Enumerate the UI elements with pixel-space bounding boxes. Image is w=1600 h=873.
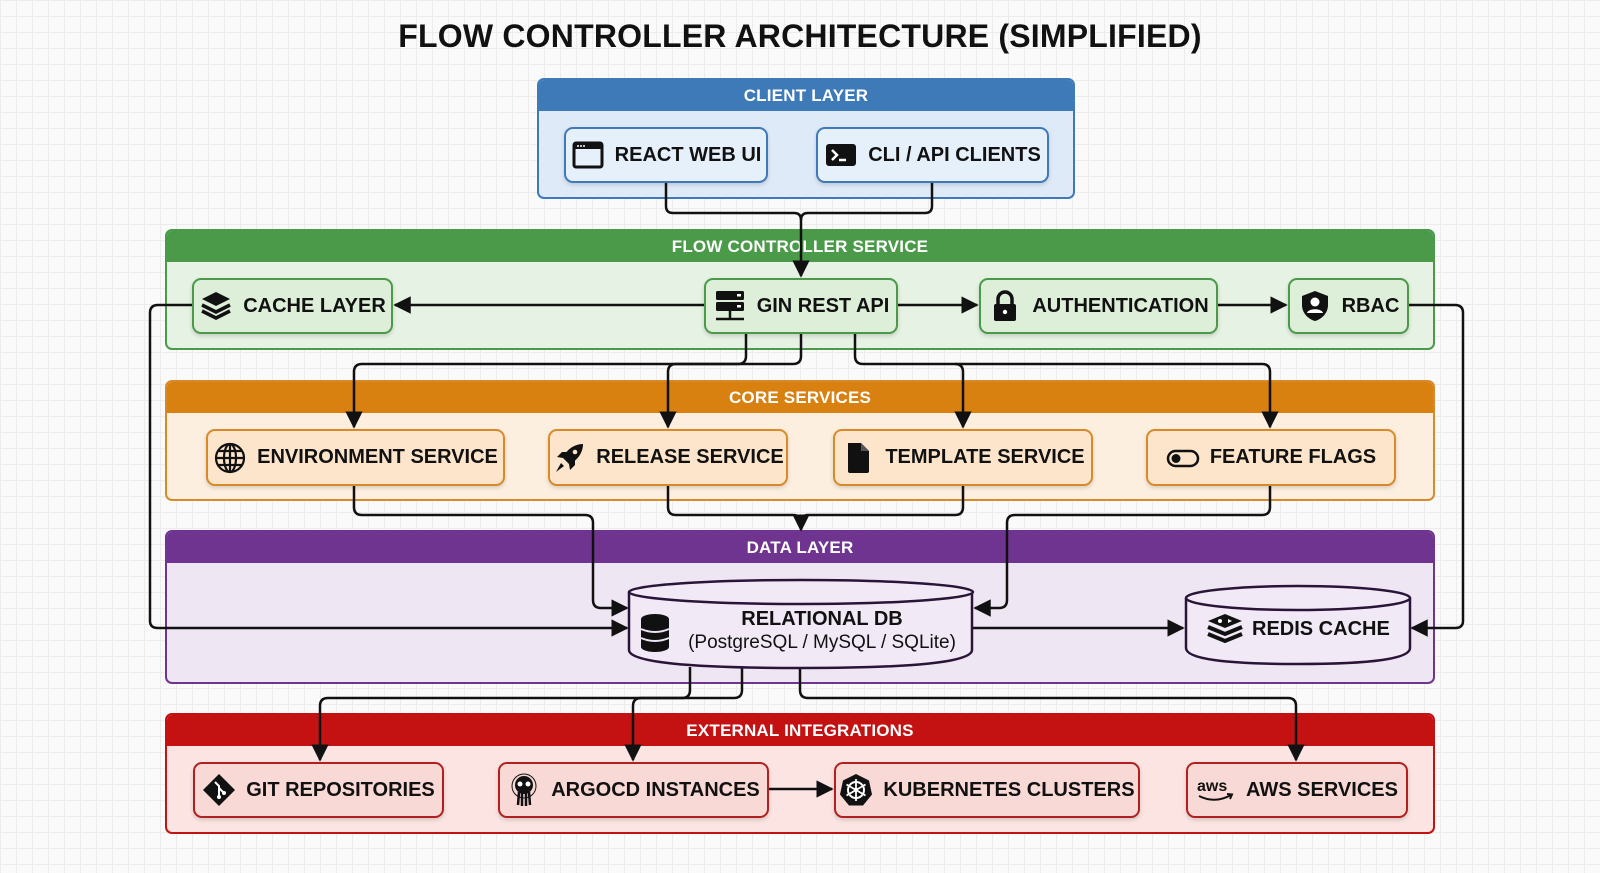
server-icon [713, 289, 747, 323]
shield-user-icon [1298, 289, 1332, 323]
node-label: CLI / API CLIENTS [868, 143, 1041, 166]
node-label: REACT WEB UI [614, 143, 762, 166]
node-label: GIT REPOSITORIES [246, 778, 435, 801]
node-label: GIN REST API [756, 294, 890, 317]
svg-text:aws: aws [1197, 778, 1227, 795]
node-cli-api-clients[interactable]: CLI / API CLIENTS [816, 127, 1049, 183]
node-template-service[interactable]: TEMPLATE SERVICE [833, 429, 1093, 486]
layers-icon [199, 289, 233, 323]
kubernetes-icon [839, 773, 873, 807]
node-label: AWS SERVICES [1246, 778, 1398, 801]
node-redis-cache[interactable]: REDIS CACHE [1206, 612, 1396, 646]
node-label: FEATURE FLAGS [1209, 446, 1377, 468]
rocket-icon [552, 441, 586, 475]
node-environment-service[interactable]: ENVIRONMENT SERVICE [206, 429, 505, 486]
node-git-repositories[interactable]: GIT REPOSITORIES [193, 762, 444, 818]
node-authentication[interactable]: AUTHENTICATION [979, 278, 1218, 334]
node-argocd-instances[interactable]: ARGOCD INSTANCES [498, 762, 769, 818]
node-label: REDIS CACHE [1252, 617, 1390, 640]
node-label: RELEASE SERVICE [596, 446, 784, 468]
node-label: TEMPLATE SERVICE [885, 446, 1085, 468]
node-release-service[interactable]: RELEASE SERVICE [548, 429, 788, 486]
node-react-web-ui[interactable]: REACT WEB UI [564, 127, 768, 183]
database-icon [638, 612, 672, 654]
git-icon [202, 773, 236, 807]
service-layer-header: FLOW CONTROLLER SERVICE [167, 231, 1433, 262]
diagram-title: FLOW CONTROLLER ARCHITECTURE (SIMPLIFIED… [398, 18, 1202, 54]
node-label: ARGOCD INSTANCES [551, 778, 760, 801]
node-cache-layer[interactable]: CACHE LAYER [192, 278, 393, 334]
lock-icon [988, 289, 1022, 323]
node-aws-services[interactable]: aws AWS SERVICES [1186, 762, 1408, 818]
file-icon [841, 441, 875, 475]
node-sublabel: (PostgreSQL / MySQL / SQLite) [688, 632, 956, 653]
client-layer-header: CLIENT LAYER [539, 80, 1073, 111]
node-label: KUBERNETES CLUSTERS [883, 778, 1135, 801]
browser-window-icon [571, 138, 605, 172]
aws-icon: aws [1196, 773, 1236, 807]
core-layer-header: CORE SERVICES [167, 382, 1433, 413]
toggle-icon [1166, 441, 1200, 475]
node-label: CACHE LAYER [243, 294, 386, 317]
node-kubernetes-clusters[interactable]: KUBERNETES CLUSTERS [834, 762, 1140, 818]
node-label: RELATIONAL DB [741, 608, 903, 630]
node-rbac[interactable]: RBAC [1288, 278, 1409, 334]
node-label: AUTHENTICATION [1032, 294, 1209, 317]
terminal-icon [824, 138, 858, 172]
node-relational-db[interactable]: RELATIONAL DB (PostgreSQL / MySQL / SQLi… [638, 608, 968, 660]
node-gin-rest-api[interactable]: GIN REST API [704, 278, 898, 334]
redis-icon [1206, 612, 1244, 646]
node-feature-flags[interactable]: FEATURE FLAGS [1146, 429, 1396, 486]
argo-icon [507, 773, 541, 807]
external-layer-header: EXTERNAL INTEGRATIONS [167, 715, 1433, 746]
data-layer-header: DATA LAYER [167, 532, 1433, 563]
node-label: ENVIRONMENT SERVICE [257, 446, 498, 468]
node-label: RBAC [1341, 294, 1400, 317]
data-layer: DATA LAYER [165, 530, 1435, 684]
globe-icon [213, 441, 247, 475]
